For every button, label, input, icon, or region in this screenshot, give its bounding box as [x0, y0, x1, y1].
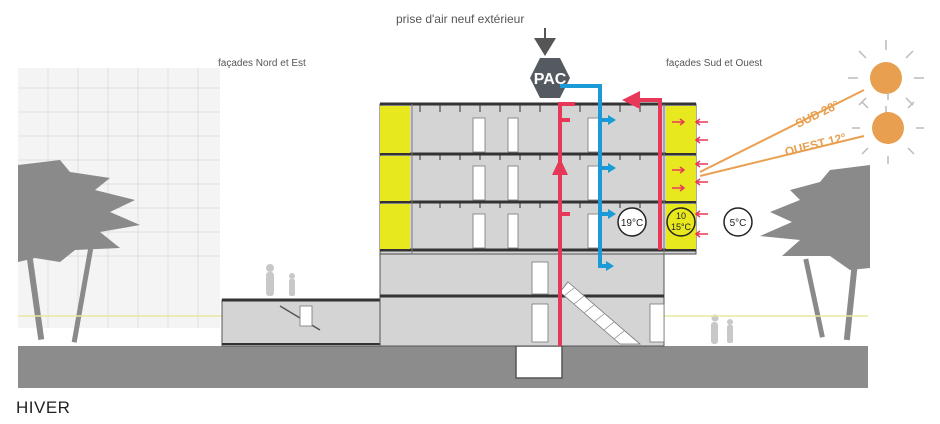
sun-rays: [699, 89, 865, 177]
air-intake-label: prise d'air neuf extérieur: [396, 12, 525, 26]
sun-icon: [852, 92, 924, 164]
right-tree: [760, 165, 870, 341]
facades-south-west-label: façades Sud et Ouest: [666, 58, 763, 69]
temp-buffer-bottom: 15°C: [671, 222, 692, 232]
people-silhouettes: [266, 264, 733, 344]
facades-north-east-label: façades Nord et Est: [218, 58, 306, 69]
temp-outside-badge: 5°C: [723, 207, 753, 237]
warm-air-duct: [558, 98, 662, 346]
upper-floors: [379, 102, 697, 255]
season-label: HIVER: [16, 398, 71, 417]
left-tree: [18, 160, 140, 343]
sun-icon: [848, 40, 924, 116]
warm-air-arrows: [552, 91, 640, 175]
temp-buffer-badge: 10 15°C: [666, 207, 696, 237]
heat-pump: PAC: [530, 58, 570, 98]
sun-south-label: SUD 28°: [793, 98, 841, 131]
ground: [18, 346, 868, 388]
temp-outside: 5°C: [730, 218, 747, 229]
basement: [515, 345, 563, 379]
temp-buffer-top: 10: [676, 211, 686, 221]
main-building-lower: [379, 253, 665, 347]
temp-inside-badge: 19°C: [617, 207, 647, 237]
facade-intake-arrows: [694, 118, 708, 238]
fresh-air-arrows: [606, 115, 616, 271]
sun-west-label: OUEST 12°: [783, 130, 848, 159]
heat-pump-label: PAC: [534, 71, 567, 88]
temp-inside: 19°C: [621, 218, 643, 229]
buffer-warm-arrows: [672, 118, 686, 192]
buffer-north-east: [380, 106, 410, 249]
arrow-down-icon: [534, 28, 556, 56]
